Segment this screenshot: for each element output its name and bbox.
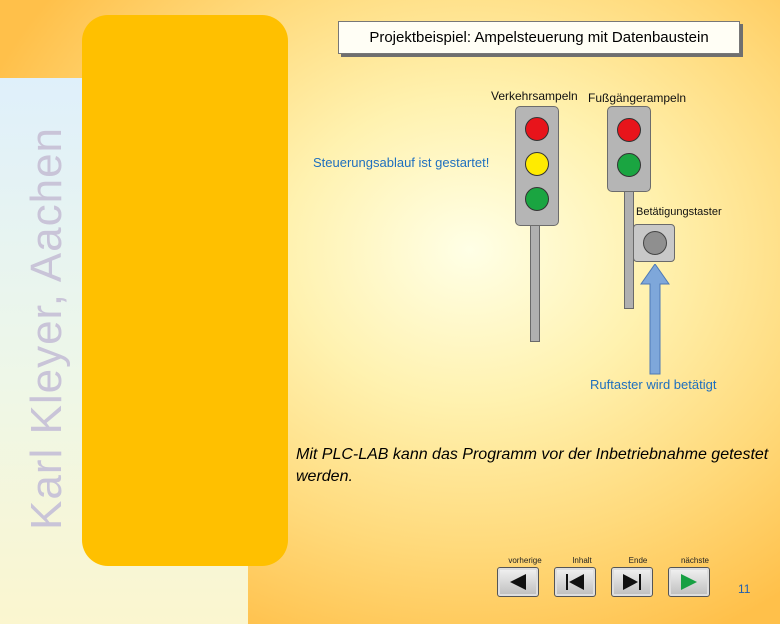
pedestrian-light-red-lamp: [617, 118, 641, 142]
status-message: Steuerungsablauf ist gestartet!: [313, 155, 489, 170]
call-button[interactable]: [633, 224, 675, 262]
up-arrow-icon: [640, 264, 670, 376]
next-label: nächste: [672, 556, 718, 565]
page-number: 11: [738, 582, 750, 596]
contents-label: Inhalt: [559, 556, 605, 565]
pedestrian-light-green-lamp: [617, 153, 641, 177]
watermark-author: Karl Kleyer, Aachen: [22, 127, 72, 530]
play-right-icon: [677, 572, 701, 592]
call-button-message: Ruftaster wird betätigt: [590, 377, 716, 392]
contents-button[interactable]: [554, 567, 596, 597]
slide-title: Projektbeispiel: Ampelsteuerung mit Date…: [338, 21, 740, 54]
note-text: Mit PLC-LAB kann das Programm vor der In…: [296, 444, 776, 488]
button-label: Betätigungstaster: [636, 206, 722, 218]
skip-to-end-icon: [620, 572, 644, 592]
previous-button[interactable]: [497, 567, 539, 597]
next-button[interactable]: [668, 567, 710, 597]
skip-to-start-icon: [563, 572, 587, 592]
traffic-lights-label: Verkehrsampeln: [491, 89, 578, 103]
play-left-icon: [506, 572, 530, 592]
previous-label: vorherige: [502, 556, 548, 565]
end-button[interactable]: [611, 567, 653, 597]
call-button-knob: [643, 231, 667, 255]
pedestrian-light-housing: [607, 106, 651, 192]
orange-side-panel: [82, 15, 288, 566]
traffic-light-yellow-lamp: [525, 152, 549, 176]
end-label: Ende: [615, 556, 661, 565]
pedestrian-lights-label: Fußgängerampeln: [588, 91, 686, 105]
traffic-light-housing: [515, 106, 559, 226]
traffic-light-red-lamp: [525, 117, 549, 141]
traffic-light-pole: [530, 222, 540, 342]
traffic-light-green-lamp: [525, 187, 549, 211]
